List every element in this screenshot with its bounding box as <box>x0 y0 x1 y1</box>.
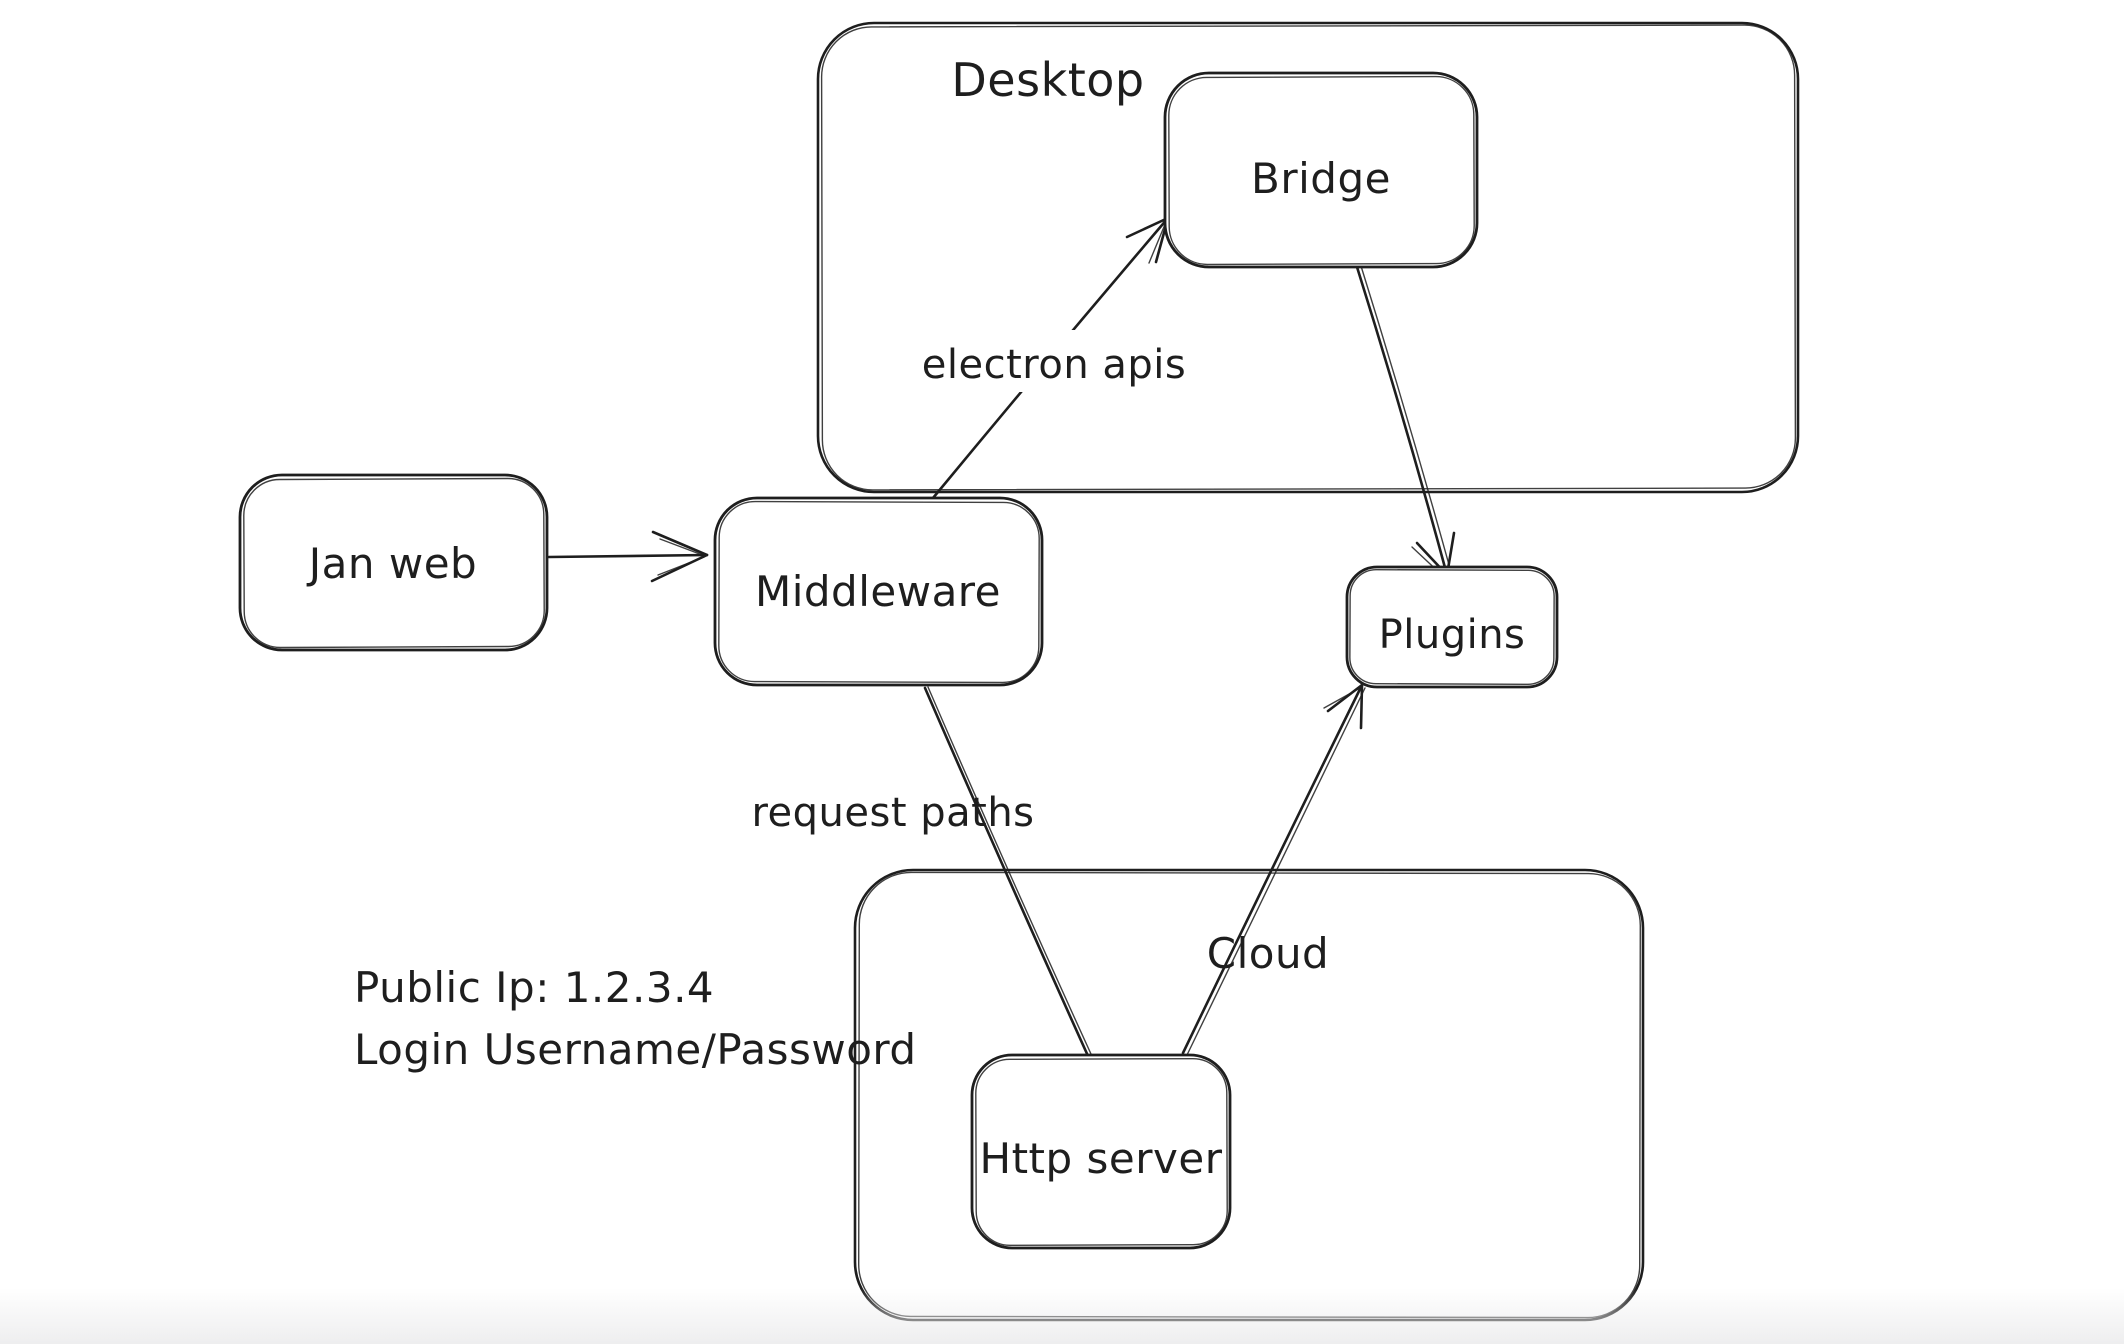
http-server-node-shape[interactable] <box>970 1053 1232 1250</box>
http-server-node-label[interactable]: Http server <box>980 1134 1223 1183</box>
bridge-node-shape[interactable] <box>1163 71 1479 269</box>
bridge-node[interactable] <box>1163 71 1479 269</box>
jan-web-node-shape[interactable] <box>238 473 549 652</box>
arrow-janweb-to-middleware[interactable] <box>547 530 709 583</box>
desktop-container-label[interactable]: Desktop <box>951 53 1144 107</box>
jan-web-node[interactable] <box>238 473 549 652</box>
plugins-node-sketch <box>1349 568 1555 686</box>
bridge-node-label[interactable]: Bridge <box>1251 154 1391 203</box>
plugins-node-shape[interactable] <box>1345 565 1559 689</box>
electron-apis-edge-label[interactable]: electron apis <box>922 342 1186 388</box>
desktop-container[interactable] <box>816 21 1800 494</box>
middleware-node-shape[interactable] <box>713 496 1044 687</box>
electron-apis-label-bg <box>916 330 1192 392</box>
login-annotation[interactable]: Login Username/Password <box>354 1025 917 1074</box>
public-ip-annotation[interactable]: Public Ip: 1.2.3.4 <box>354 963 714 1012</box>
http-server-node-sketch <box>975 1057 1228 1247</box>
plugins-node[interactable] <box>1345 565 1559 689</box>
desktop-container-outline[interactable] <box>816 21 1800 494</box>
arrow-bridge-to-plugins[interactable] <box>1355 265 1456 578</box>
middleware-node-label[interactable]: Middleware <box>755 567 1001 616</box>
line-middleware-to-httpserver[interactable] <box>923 686 1092 1058</box>
middleware-node-sketch <box>718 500 1040 684</box>
http-server-node[interactable] <box>970 1053 1232 1250</box>
cloud-container-label[interactable]: Cloud <box>1207 929 1329 978</box>
jan-web-node-label[interactable]: Jan web <box>306 539 477 588</box>
jan-web-node-sketch <box>243 477 545 649</box>
arrow-httpserver-to-plugins[interactable] <box>1181 683 1366 1056</box>
middleware-node[interactable] <box>713 496 1044 687</box>
bridge-node-sketch <box>1168 75 1475 266</box>
plugins-node-label[interactable]: Plugins <box>1379 612 1526 658</box>
desktop-container-outline-sketch <box>820 24 1797 491</box>
request-paths-edge-label[interactable]: request paths <box>751 790 1034 836</box>
